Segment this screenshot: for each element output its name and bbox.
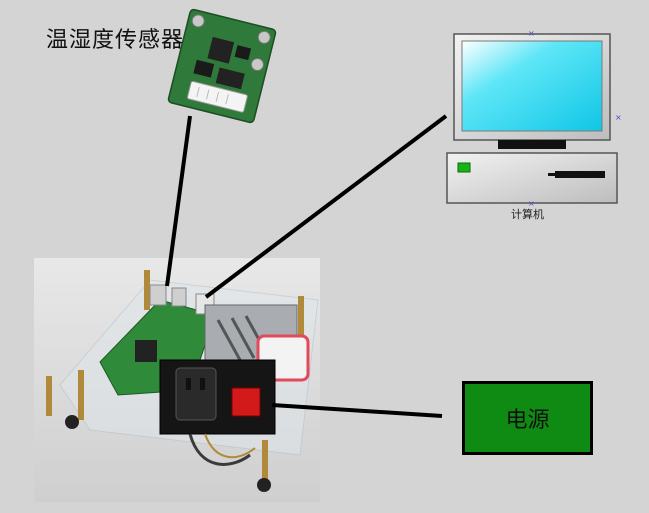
sensor-label: 温湿度传感器 (46, 28, 185, 53)
sensor-board-icon (167, 8, 277, 124)
svg-text:×: × (528, 199, 535, 208)
raspberry-pi-photo (34, 258, 320, 502)
power-connection-line (271, 403, 443, 418)
desktop-computer-icon: × × × (446, 29, 622, 208)
sensor-connection-line (165, 115, 192, 287)
svg-text:×: × (615, 113, 622, 122)
power-label: 电源 (505, 408, 550, 433)
computer-connection-line (204, 114, 448, 299)
computer-label: 计算机 (511, 208, 544, 221)
svg-text:×: × (528, 29, 535, 38)
power-supply-box: 电源 (462, 381, 593, 455)
